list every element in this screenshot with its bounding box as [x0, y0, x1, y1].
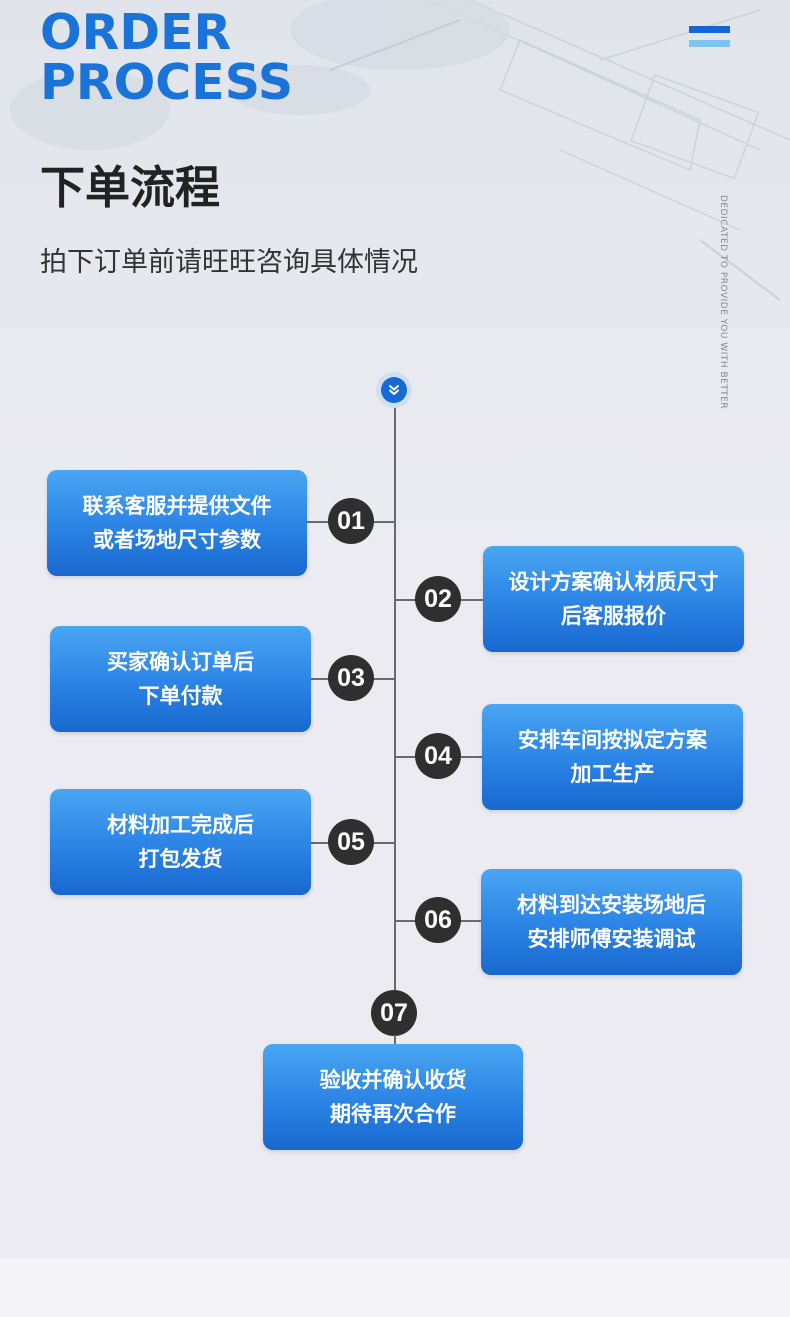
menu-icon[interactable]: [689, 26, 730, 47]
step-03-line2: 下单付款: [138, 684, 223, 708]
step-06-line1: 材料到达安装场地后: [517, 893, 706, 917]
step-05-line2: 打包发货: [138, 847, 223, 871]
step-number-02: 02: [415, 576, 461, 622]
step-card-06: 材料到达安装场地后 安排师傅安装调试: [481, 869, 742, 975]
step-number-03: 03: [328, 655, 374, 701]
step-number-06: 06: [415, 897, 461, 943]
step-number-04: 04: [415, 733, 461, 779]
title-english: ORDER PROCESS: [40, 8, 293, 108]
step-card-07: 验收并确认收货 期待再次合作: [263, 1044, 523, 1150]
timeline-start-node: [376, 372, 412, 408]
step-02-line2: 后客服报价: [561, 604, 666, 628]
vertical-tagline: DEDICATED TO PROVIDE YOU WITH BETTER: [718, 195, 728, 410]
title-english-line2: PROCESS: [40, 54, 294, 111]
step-06-line2: 安排师傅安装调试: [527, 927, 696, 951]
timeline-line: [394, 405, 396, 995]
step-04-line1: 安排车间按拟定方案: [518, 728, 707, 752]
step-05-line1: 材料加工完成后: [107, 813, 254, 837]
step-card-05: 材料加工完成后 打包发货: [50, 789, 311, 895]
step-07-line1: 验收并确认收货: [319, 1068, 467, 1092]
menu-icon-bar-top: [689, 26, 730, 33]
connector-07: [394, 1035, 396, 1045]
step-card-01: 联系客服并提供文件 或者场地尺寸参数: [47, 470, 307, 576]
title-chinese: 下单流程: [40, 161, 221, 214]
step-card-03: 买家确认订单后 下单付款: [50, 626, 311, 732]
chevron-double-down-icon: [381, 377, 407, 403]
step-card-04: 安排车间按拟定方案 加工生产: [482, 704, 743, 810]
menu-icon-bar-bottom: [689, 40, 730, 47]
step-number-05: 05: [328, 819, 374, 865]
background-blueprint-illustration: [0, 0, 790, 330]
step-card-02: 设计方案确认材质尺寸 后客服报价: [483, 546, 744, 652]
subtitle: 拍下订单前请旺旺咨询具体情况: [40, 247, 418, 278]
step-03-line1: 买家确认订单后: [107, 650, 254, 674]
step-02-line1: 设计方案确认材质尺寸: [508, 570, 719, 594]
step-number-07: 07: [371, 990, 417, 1036]
step-01-line1: 联系客服并提供文件: [82, 494, 272, 518]
process-panel: ORDER PROCESS 下单流程 拍下订单前请旺旺咨询具体情况 DEDICA…: [0, 0, 790, 1258]
step-01-line2: 或者场地尺寸参数: [93, 528, 261, 552]
step-04-line2: 加工生产: [570, 762, 655, 786]
step-number-01: 01: [328, 498, 374, 544]
step-07-line2: 期待再次合作: [330, 1102, 456, 1126]
title-english-line1: ORDER: [40, 4, 232, 61]
